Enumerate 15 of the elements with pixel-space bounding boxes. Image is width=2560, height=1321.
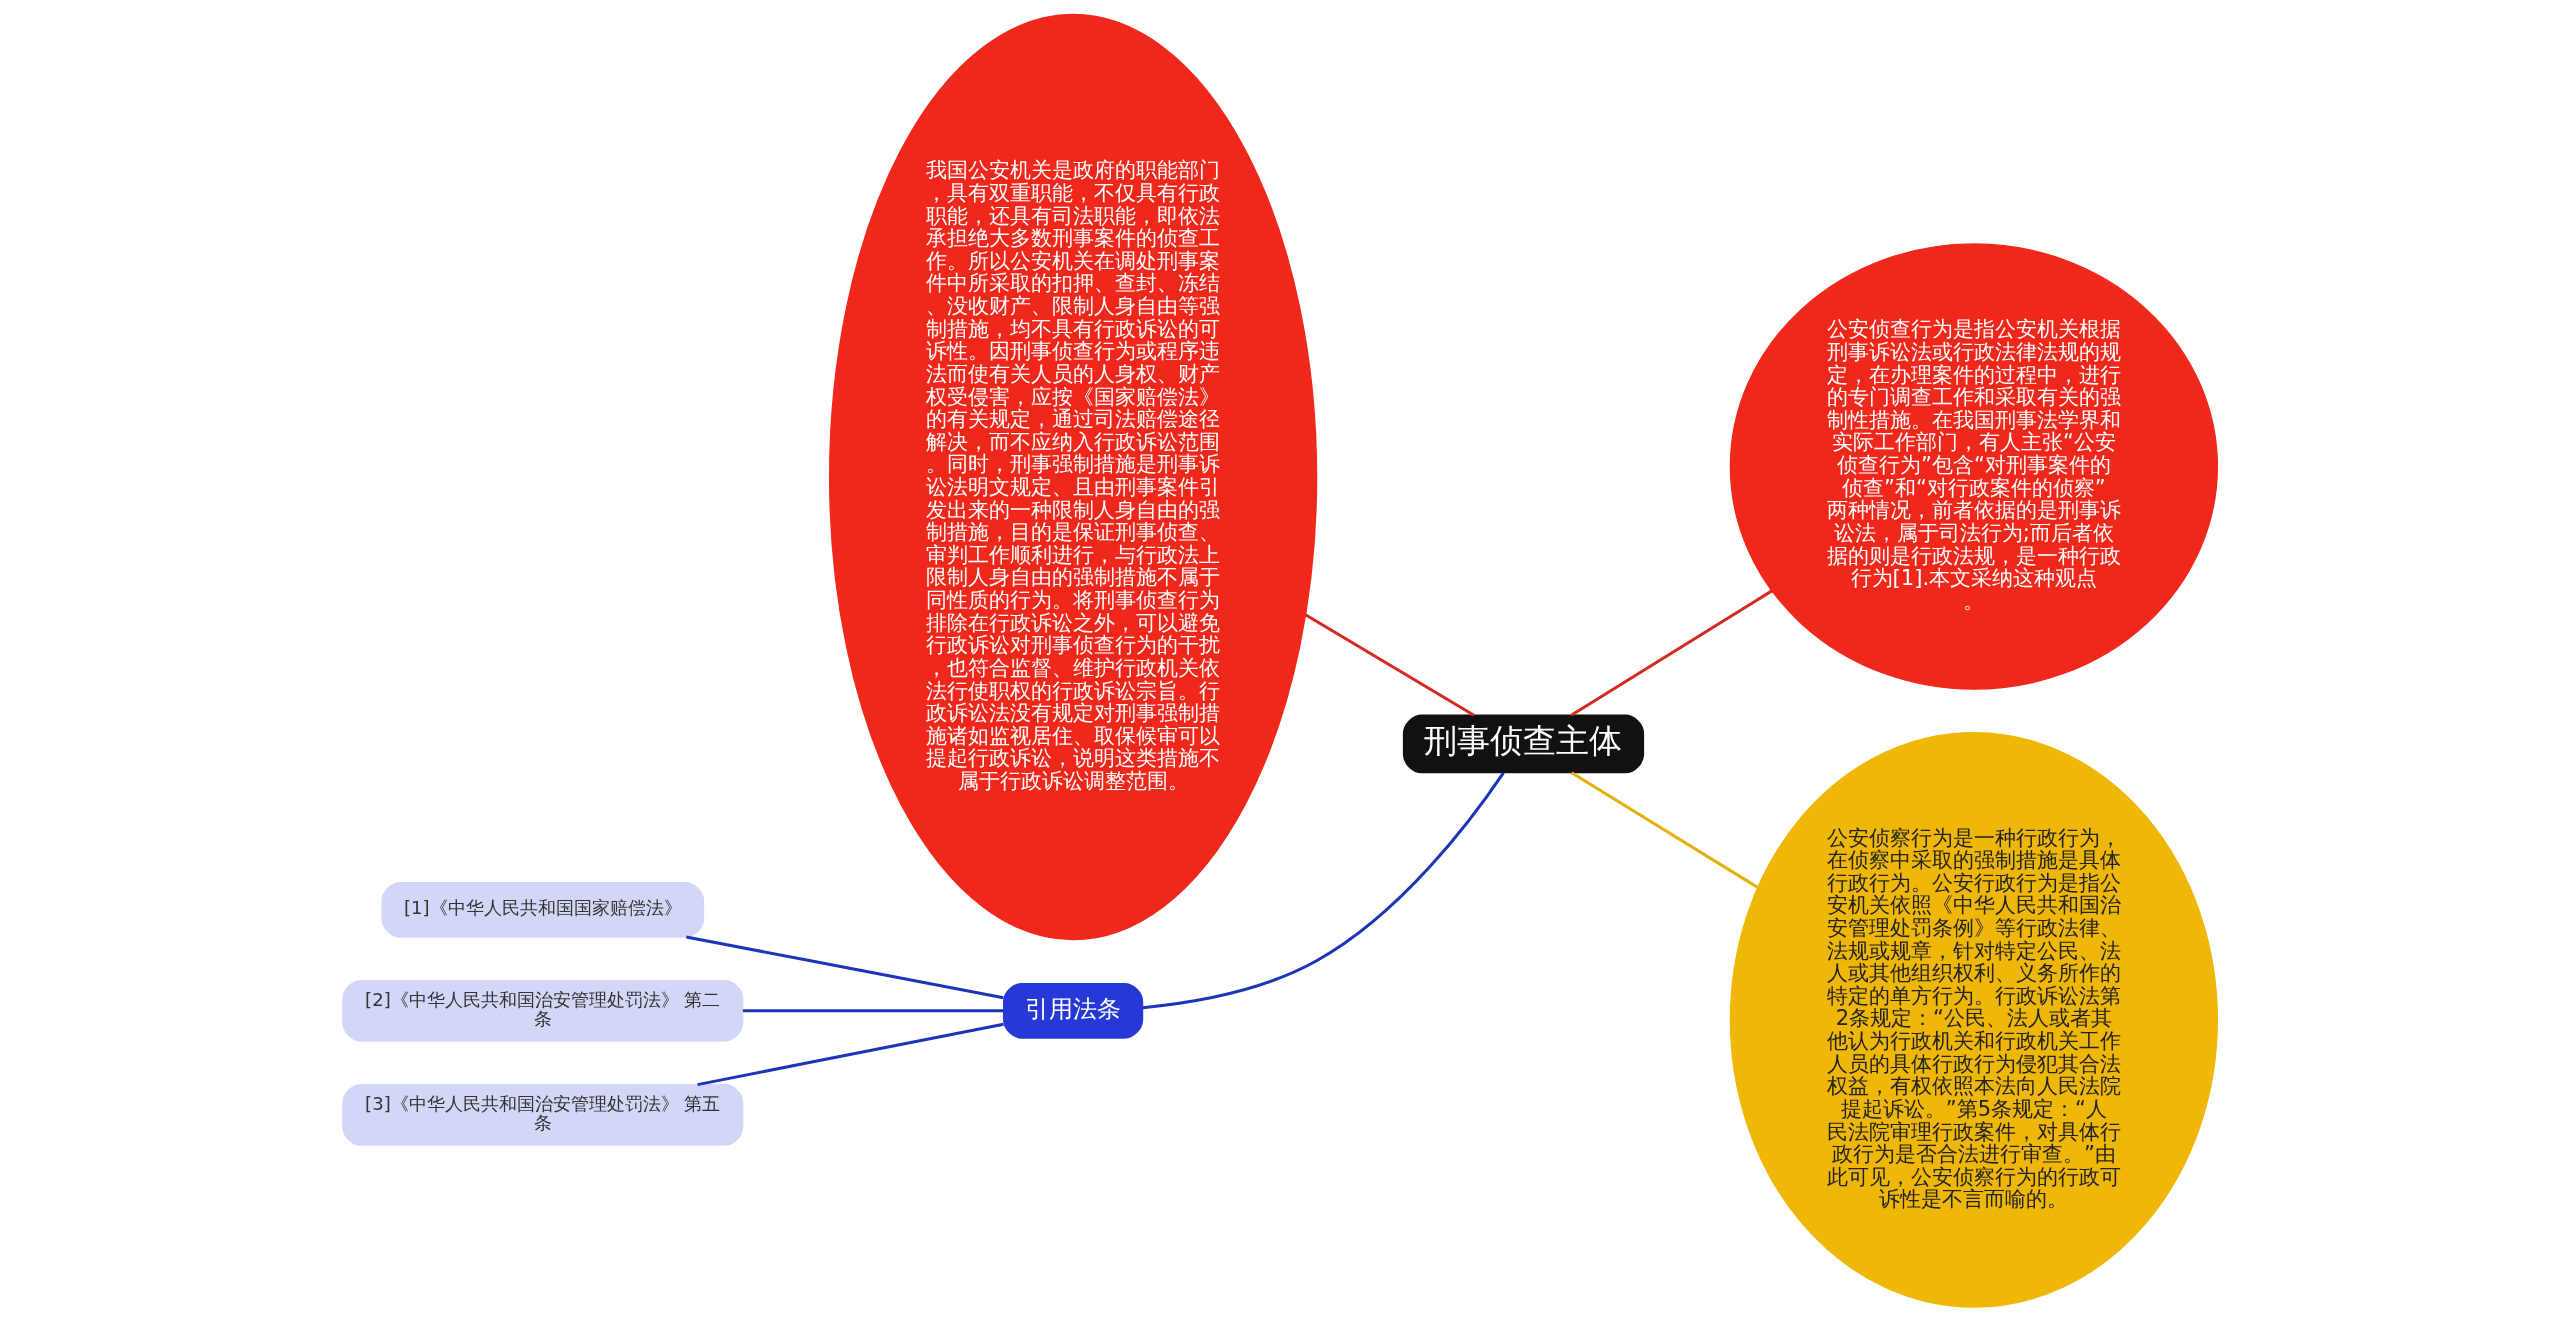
connector — [1570, 771, 1759, 889]
connector — [697, 1022, 1004, 1087]
node-circle: 公安侦查行为是指公安机关根据刑事诉讼法或行政法律法规的规定，在办理案件的过程中，进行的专门调查工作和采取有关的强制性措施。在我国刑事法学界和实际工作部门，有人主张“公安侦查行为”包含“对刑事案件的侦查”和“对行政案件的侦察”两种情况，前者依据的是刑事诉讼法，属于司法行为;而后者依据的则是行政法规，是一种行政行为[1].本文采纳这种观点。 — [1729, 243, 2219, 690]
connector — [686, 935, 1004, 1000]
node-box: 引用法条 — [1003, 982, 1144, 1039]
connector — [1304, 613, 1475, 717]
connector — [1570, 589, 1773, 717]
node-box: [2]《中华人民共和国治安管理处罚法》 第二条 — [342, 979, 744, 1042]
connector — [1142, 772, 1505, 1010]
node-ellipse: 我国公安机关是政府的职能部门，具有双重职能，不仅具有行政职能，还具有司法职能，即依法承担绝大多数刑事案件的侦查工作。所以公安机关在调处刑事案件中所采取的扣押、查封、冻结、没收财产、限制人身自由等强制措施，均不具有行政诉讼的可诉性。因刑事侦查行为或程序违法而使有关人员的人身权、财产权受侵害，应按《国家赔偿法》的有关规定，通过司法赔偿途径解决，而不应纳入行政诉讼范围。同时，刑事强制措施是刑事诉讼法明文规定、且由刑事案件引发出来的一种限制人身自由的强制措施，目的是保证刑事侦查、审判工作顺利进行，与行政法上限制人身自由的强制措施不属于同性质的行为。将刑事侦查行为排除在行政诉讼之外，可以避免行政诉讼对刑事侦查行为的干扰，也符合监督、维护行政机关依法行使职权的行政诉讼宗旨。行政诉讼法没有规定对刑事强制措施诸如监视居住、取保候审可以提起行政诉讼，说明这类措施不属于行政诉讼调整范围。 — [828, 13, 1318, 941]
connector — [742, 1009, 1004, 1013]
node-box: 刑事侦查主体 — [1402, 714, 1645, 774]
node-box: [1]《中华人民共和国国家赔偿法》 — [381, 881, 705, 938]
node-box: [3]《中华人民共和国治安管理处罚法》 第五条 — [342, 1083, 744, 1146]
node-ellipse: 公安侦察行为是一种行政行为，在侦察中采取的强制措施是具体行政行为。公安行政行为是指公安机关依照《中华人民共和国治安管理处罚条例》等行政法律、法规或规章，针对特定公民、法人或其他组织权利、义务所作的特定的单方行为。行政诉讼法第2条规定：“公民、法人或者其他认为行政机关和行政机关工作人员的具体行政行为侵犯其合法权益，有权依照本法向人民法院提起诉讼。”第5条规定：“人民法院审理行政案件，对具体行政行为是否合法进行审查。”由此可见，公安侦察行为的行政可诉性是不言而喻的。 — [1729, 732, 2219, 1308]
